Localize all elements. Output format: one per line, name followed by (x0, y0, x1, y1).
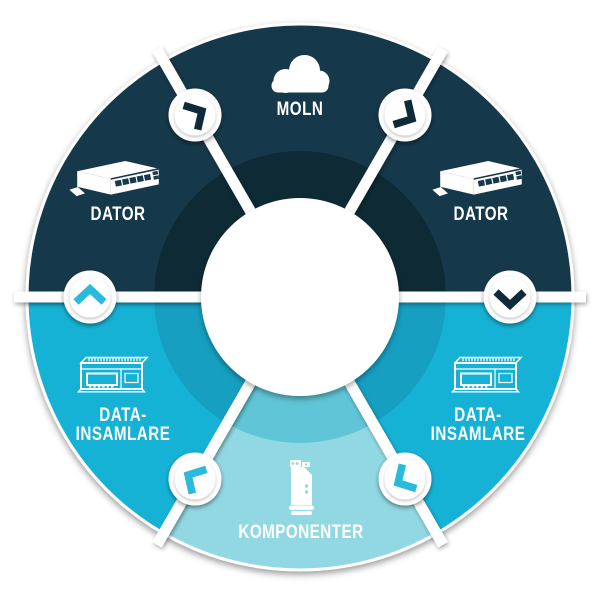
arrow-up-right-icon (182, 101, 207, 131)
segment-datainsamlare-left-inner-ring (154, 297, 252, 424)
segment-label-datainsamlare-left: DATA- INSAMLARE (75, 405, 171, 445)
segment-moln-inner-ring (227, 151, 373, 213)
segment-komponenter-inner-ring (227, 381, 373, 443)
arrow-up-icon (73, 283, 107, 305)
arrow-up-left (168, 452, 222, 506)
segment-label-datainsamlare-right: DATA- INSAMLARE (430, 405, 526, 445)
arrow-down-right-icon (392, 99, 417, 129)
arrow-down-left-icon (393, 463, 418, 493)
arrow-up-left-icon (183, 465, 208, 495)
arrow-up-right (168, 88, 222, 142)
arrow-down-icon (493, 289, 527, 311)
segment-label-dator-left: DATOR (90, 204, 146, 225)
segment-dator-left-inner-ring (154, 170, 252, 297)
cloud-icon (271, 55, 330, 93)
segment-label-moln: MOLN (276, 99, 324, 120)
arrow-down (483, 270, 537, 324)
arrow-down-right (378, 88, 432, 142)
segment-datainsamlare-right-inner-ring (348, 297, 446, 424)
center-hole (201, 198, 399, 396)
segment-moln (162, 22, 438, 215)
segment-dator-right-inner-ring (348, 170, 446, 297)
arrow-down-left (378, 452, 432, 506)
segment-label-komponenter: KOMPONENTER (238, 522, 364, 543)
arrow-up (63, 270, 117, 324)
segment-label-dator-right: DATOR (453, 204, 509, 225)
